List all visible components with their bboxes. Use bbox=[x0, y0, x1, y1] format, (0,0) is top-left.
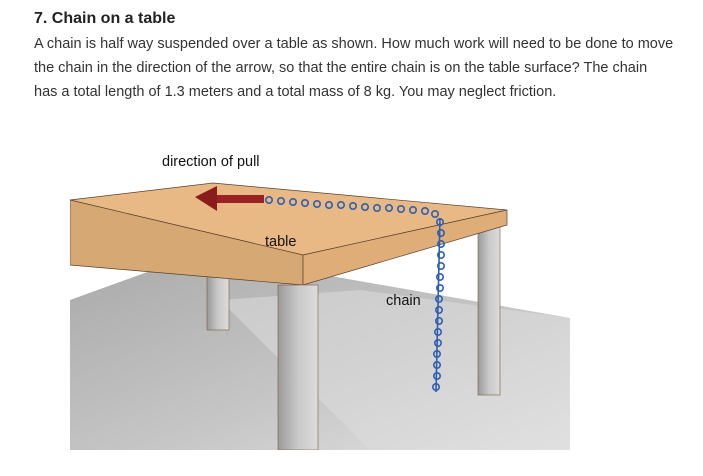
table-illustration bbox=[70, 182, 570, 450]
chain-table-figure: direction of pull table chain bbox=[70, 150, 570, 450]
chain-on-table bbox=[265, 195, 439, 218]
table-leg-back-right bbox=[477, 219, 501, 396]
chain-hanging bbox=[431, 217, 445, 393]
problem-text: A chain is half way suspended over a tab… bbox=[34, 36, 674, 100]
problem-block: 7. Chain on a table A chain is half way … bbox=[34, 8, 674, 104]
label-direction-of-pull: direction of pull bbox=[162, 154, 260, 170]
label-table: table bbox=[265, 234, 297, 250]
label-chain: chain bbox=[386, 293, 421, 309]
problem-title: 7. Chain on a table bbox=[34, 10, 176, 27]
table-leg-back-left bbox=[206, 269, 230, 331]
pull-arrow-icon bbox=[195, 186, 264, 211]
table-leg-front bbox=[277, 284, 319, 450]
